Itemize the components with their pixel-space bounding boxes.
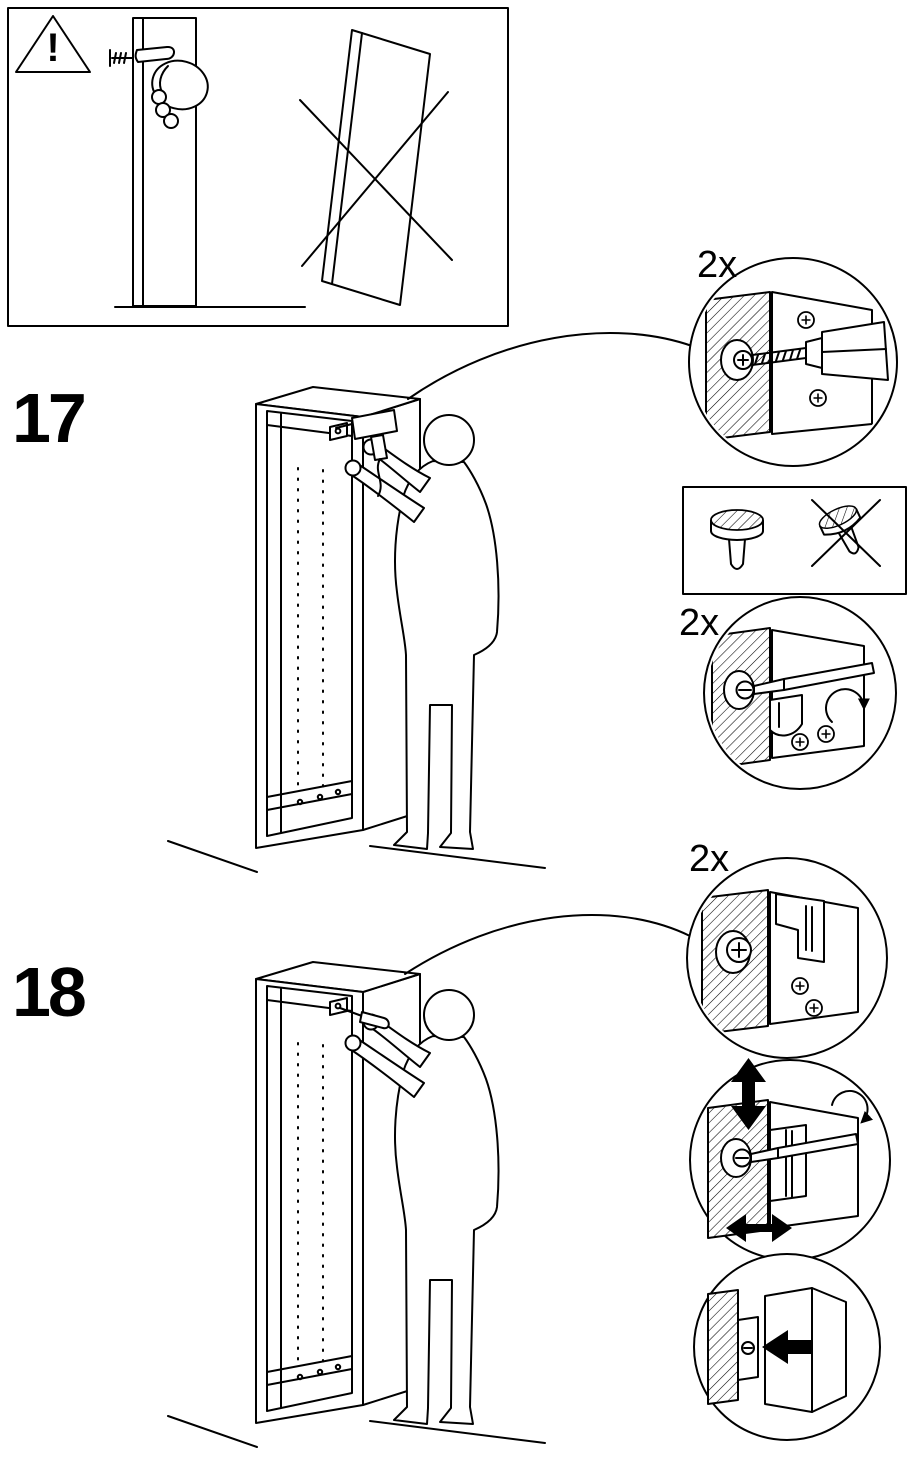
- warning-panel: [7, 7, 509, 327]
- wrong-screw-crossed-icon: [811, 499, 881, 567]
- step-18-number: 18: [12, 953, 87, 1031]
- hand-press-pin-icon: [109, 17, 306, 308]
- step-17-scene: [167, 332, 693, 873]
- correct-screw-icon: [710, 509, 764, 570]
- callout-cover: [693, 1253, 881, 1441]
- quantity-label-17-screwdriver: 2x: [679, 602, 720, 644]
- screw-icon: [797, 311, 815, 329]
- hook-plate-icon: [769, 694, 803, 737]
- screwdriver-icon: [339, 1007, 390, 1030]
- hook-plate-icon: [769, 1124, 807, 1202]
- callout-hook-bracket: [686, 857, 888, 1059]
- screw-icon: [817, 725, 835, 743]
- rotate-arrow-icon: [831, 1090, 874, 1124]
- wardrobe-and-person-17: [167, 386, 546, 873]
- leader-line-17: [407, 332, 693, 400]
- screwdriver-shaft: [777, 1133, 859, 1159]
- callout-screwdriver-bracket: [703, 596, 897, 790]
- callout-adjust-bracket: [689, 1058, 891, 1261]
- leader-line-18: [404, 914, 691, 975]
- callout-drill-bracket: [688, 257, 898, 467]
- quantity-label-18-hook: 2x: [689, 838, 730, 880]
- rotate-arrow-icon: [825, 688, 870, 723]
- slide-left-arrow-icon: [762, 1330, 812, 1364]
- screwdriver-shaft: [783, 662, 875, 691]
- step-18-scene: [167, 914, 691, 1448]
- warning-triangle-icon: [15, 15, 91, 73]
- warning-exclamation: !: [46, 26, 60, 70]
- screw-icon: [805, 999, 823, 1017]
- up-down-arrow-icon: [731, 1058, 766, 1130]
- screw-icon: [791, 977, 809, 995]
- step-17-number: 17: [12, 379, 87, 457]
- wardrobe-and-person-18: [167, 961, 546, 1448]
- drill-icon: [335, 409, 398, 497]
- left-right-arrow-icon: [726, 1214, 792, 1242]
- screw-info-box: [682, 486, 907, 595]
- screw-icon: [809, 389, 827, 407]
- screw-icon: [791, 733, 809, 751]
- quantity-label-17-drill: 2x: [697, 244, 738, 286]
- crossed-out-tilted-panel-icon: [299, 29, 453, 306]
